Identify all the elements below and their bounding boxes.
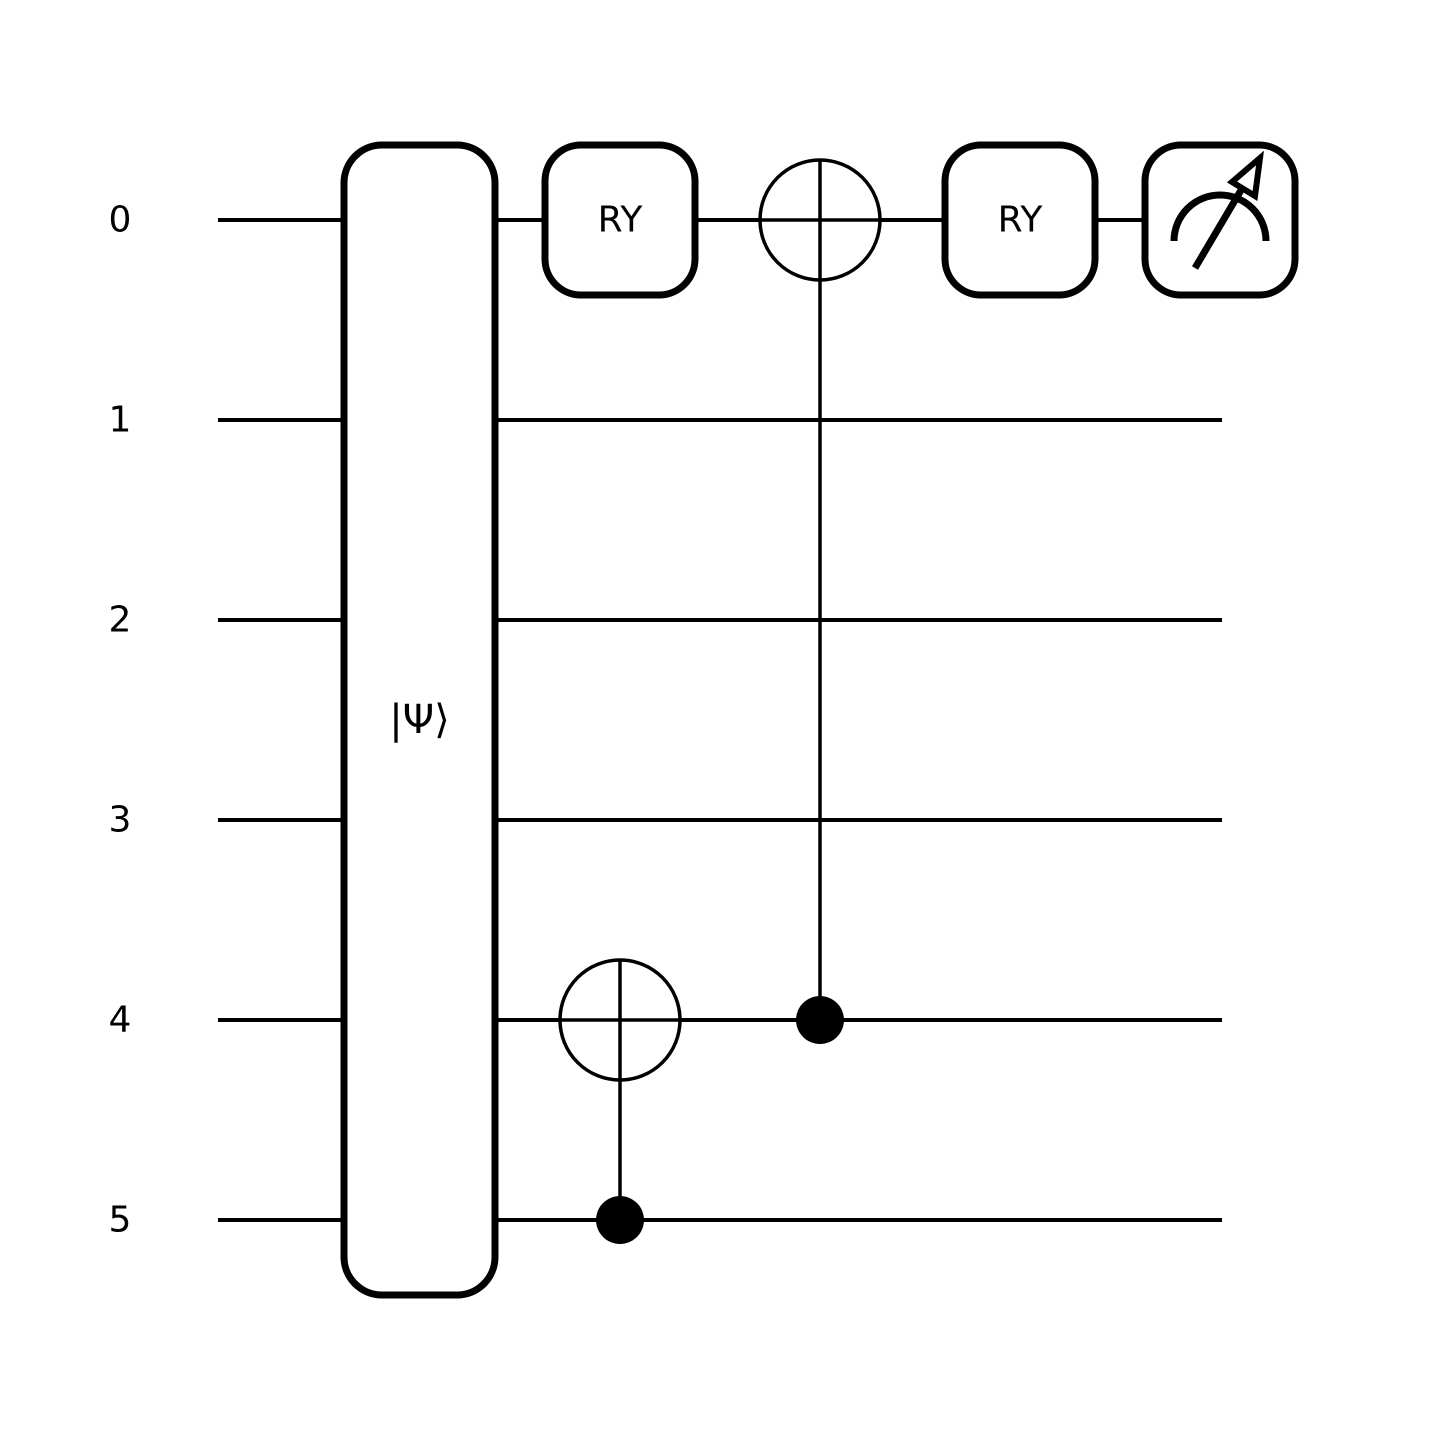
cnot-control-dot — [596, 1196, 644, 1244]
state-prep-label: |Ψ⟩ — [389, 697, 450, 743]
wire-label-3: 3 — [109, 800, 132, 841]
wire-label-5: 5 — [109, 1200, 132, 1241]
ry-gate: RY — [541, 141, 699, 299]
cnot-gate — [758, 158, 882, 1044]
ry-gate-box — [941, 141, 1099, 299]
measurement-gate — [1141, 141, 1299, 299]
ry-gate-label: RY — [598, 200, 644, 241]
meter-arc-icon — [1170, 191, 1270, 242]
cnot-control-dot — [796, 996, 844, 1044]
wire-label-1: 1 — [109, 400, 132, 441]
wire-label-4: 4 — [109, 1000, 132, 1041]
gate-layer: RY RY — [541, 141, 1299, 1244]
wire-label-0: 0 — [109, 200, 132, 241]
ry-gate-box — [541, 141, 699, 299]
state-prep-box — [340, 141, 499, 1299]
state-prep-gate: |Ψ⟩ — [340, 141, 499, 1299]
wire-label-layer: 0 1 2 3 4 5 — [109, 200, 132, 1241]
meter-arrowhead-icon — [1226, 150, 1264, 201]
ry-gate: RY — [941, 141, 1099, 299]
wire-label-2: 2 — [109, 600, 132, 641]
ry-gate-label: RY — [998, 200, 1044, 241]
cnot-gate — [558, 958, 682, 1244]
